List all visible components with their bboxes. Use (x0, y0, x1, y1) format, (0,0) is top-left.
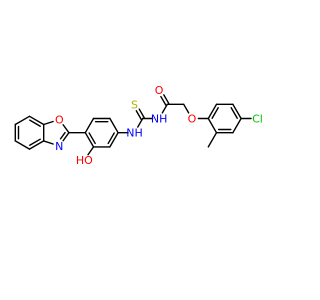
bond-ph1-ph2 (84, 131, 96, 148)
bond-bz1-bz2 (28, 138, 45, 150)
atom-label-oxN: N (55, 140, 63, 153)
single-bond-line (137, 117, 144, 128)
single-bond-line (43, 140, 54, 145)
single-bond-line (14, 140, 31, 150)
bond-bz5-bz6 (14, 123, 20, 142)
double-bond-line-b (160, 95, 167, 106)
bond-layer (14, 94, 252, 156)
bond-oxN-bz2 (43, 140, 54, 145)
bond-ph3-ph4 (107, 131, 119, 148)
single-bond-line (87, 146, 95, 156)
single-bond-line (232, 117, 242, 134)
atom-label-oh: HO (76, 154, 93, 167)
single-bond-line (207, 117, 218, 134)
double-bond-line-a (138, 108, 145, 119)
single-bond-line (109, 117, 119, 134)
single-bond-line (62, 124, 70, 134)
double-bond-outer-line (109, 131, 119, 148)
bond-ch2-oe (182, 103, 190, 114)
bond-bz4-bz5 (14, 115, 31, 126)
atom-label-s: S (131, 98, 138, 111)
atom-label-cl: Cl (252, 113, 263, 126)
double-bond-inner-line (211, 107, 219, 119)
double-bond-inner-line (59, 131, 66, 140)
bond-ph5-ph6 (92, 117, 111, 123)
atom-label-oxO: O (55, 114, 64, 127)
bond-ar4-ar5 (232, 117, 242, 134)
bond-bz3-bz4 (28, 115, 45, 127)
single-bond-line (207, 131, 218, 148)
bond-oxO-oxC2 (62, 124, 70, 134)
double-bond-inner-line (29, 119, 41, 127)
double-bond-line-b (135, 110, 142, 121)
double-bond-line-a (163, 94, 170, 105)
background (0, 0, 300, 300)
atom-label-oc: O (155, 84, 164, 97)
double-bond-inner-line (230, 107, 238, 119)
single-bond-line (14, 115, 31, 126)
double-bond-outer-line (28, 115, 45, 126)
atom-label-nh1: NH (126, 127, 143, 140)
double-bond-outer-line (84, 131, 95, 148)
bond-ar5-ar6 (215, 128, 234, 134)
bond-nh2-co (161, 103, 169, 114)
bond-bz6-bz1 (14, 140, 31, 150)
bond-ph2-oh (87, 146, 95, 156)
bond-cs-s (135, 108, 145, 121)
bond-bz3-oxO (43, 120, 54, 126)
double-bond-outer-line (62, 131, 70, 142)
single-bond-line (182, 103, 190, 114)
bond-ar1-ar2 (207, 103, 219, 120)
atom-label-nh2: NH (151, 113, 168, 126)
bond-ar6-ar1 (207, 117, 218, 134)
single-bond-line (43, 120, 54, 126)
double-bond-outer-line (28, 140, 45, 150)
single-bond-line (161, 103, 169, 114)
bond-nh1-cs (137, 117, 144, 128)
atom-label-oe: O (188, 113, 197, 126)
bond-ph4-ph5 (109, 117, 119, 134)
single-bond-line (84, 117, 95, 134)
double-bond-inner-line (88, 132, 96, 145)
double-bond-inner-line (29, 138, 41, 146)
bond-ph6-ph1 (84, 117, 95, 134)
bond-ar3-ar4 (230, 103, 242, 120)
bond-ar6-me (207, 131, 218, 148)
double-bond-outer-line (232, 103, 242, 120)
bond-oxC2-oxN (59, 131, 70, 142)
double-bond-outer-line (207, 103, 218, 120)
bond-co-oc (160, 94, 170, 106)
double-bond-inner-line (107, 132, 115, 145)
